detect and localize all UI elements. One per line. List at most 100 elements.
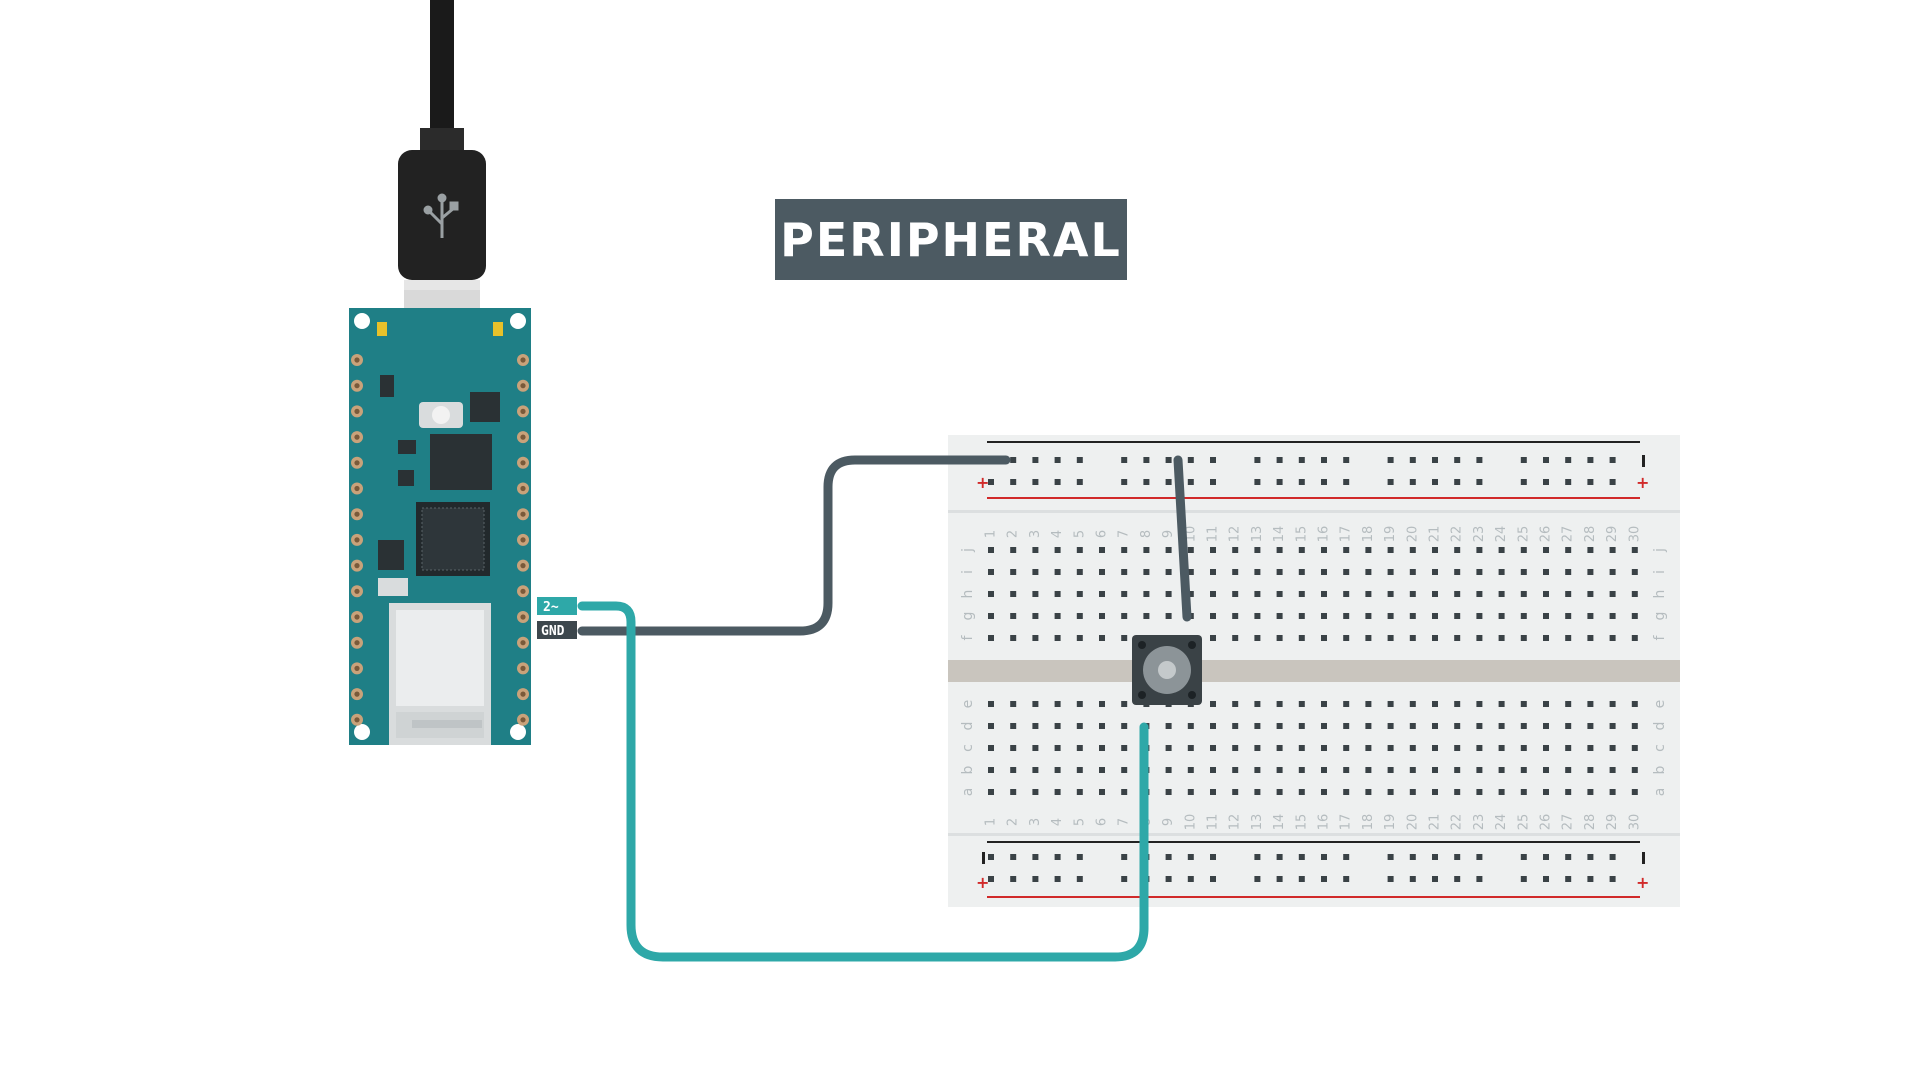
breadboard-hole <box>1032 635 1039 641</box>
breadboard-hole <box>1543 591 1549 597</box>
column-number-top: 26 <box>1539 526 1554 543</box>
column-number-top: 18 <box>1361 526 1376 543</box>
breadboard-hole <box>1543 613 1549 619</box>
rail-hole <box>1565 457 1572 463</box>
breadboard-hole <box>1498 613 1505 619</box>
header-pin-hole <box>520 588 526 594</box>
arduino-nano-board <box>349 308 531 745</box>
breadboard-hole <box>1565 635 1572 641</box>
rail-hole <box>1609 479 1616 485</box>
header-pin-hole <box>354 563 360 569</box>
rail-hole <box>1409 854 1416 860</box>
breadboard-hole <box>1343 635 1350 641</box>
breadboard-hole <box>1454 613 1461 619</box>
breadboard-hole <box>1121 789 1128 795</box>
breadboard-hole <box>1121 569 1128 575</box>
breadboard-hole <box>1387 635 1394 641</box>
breadboard-hole <box>1121 723 1128 729</box>
breadboard-hole <box>1321 635 1327 641</box>
breadboard-hole <box>1565 789 1572 795</box>
column-number-bottom: 25 <box>1516 814 1531 831</box>
breadboard-hole <box>1210 789 1216 795</box>
rail-hole <box>1254 876 1261 882</box>
rail-hole <box>1343 457 1350 463</box>
breadboard-hole <box>1343 745 1350 751</box>
header-pin-hole <box>354 537 360 543</box>
usb-cable <box>398 0 486 350</box>
column-number-bottom: 16 <box>1317 814 1332 831</box>
breadboard-hole <box>1365 547 1372 553</box>
column-number-bottom: 12 <box>1228 814 1243 831</box>
breadboard-hole <box>1232 547 1239 553</box>
breadboard-hole <box>1631 767 1638 773</box>
breadboard-hole <box>1520 591 1527 597</box>
breadboard-hole <box>1587 613 1594 619</box>
column-number-bottom: 2 <box>1006 818 1021 826</box>
column-number-bottom: 6 <box>1095 818 1110 826</box>
breadboard-hole <box>1565 591 1572 597</box>
rail-hole <box>1609 457 1616 463</box>
breadboard-hole <box>1232 613 1239 619</box>
header-pin-hole <box>354 588 360 594</box>
breadboard-hole <box>1631 569 1638 575</box>
column-number-top: 3 <box>1028 530 1043 538</box>
breadboard-hole <box>1565 547 1572 553</box>
column-number-bottom: 19 <box>1383 814 1398 831</box>
breadboard-hole <box>1432 591 1438 597</box>
breadboard-hole <box>1543 767 1549 773</box>
breadboard-hole <box>1609 745 1616 751</box>
breadboard-hole <box>1432 635 1438 641</box>
rail-hole <box>1121 479 1128 485</box>
breadboard-hole <box>1587 591 1594 597</box>
rail-hole <box>1587 457 1594 463</box>
breadboard-hole <box>1276 569 1283 575</box>
rail-hole <box>1210 457 1216 463</box>
breadboard-hole <box>1165 723 1172 729</box>
breadboard-hole <box>1520 701 1527 707</box>
breadboard-hole <box>1454 723 1461 729</box>
breadboard-hole <box>1565 723 1572 729</box>
breadboard-hole <box>1099 547 1105 553</box>
breadboard-hole <box>1520 635 1527 641</box>
header-pin-hole <box>354 460 360 466</box>
header-pin-hole <box>520 563 526 569</box>
breadboard-hole <box>1565 701 1572 707</box>
rail-hole <box>1076 479 1083 485</box>
rail-hole <box>1121 457 1128 463</box>
breadboard-hole <box>1476 591 1483 597</box>
breadboard-hole <box>1010 635 1017 641</box>
column-number-top: 12 <box>1228 526 1243 543</box>
breadboard-hole <box>1498 789 1505 795</box>
breadboard-hole <box>1121 591 1128 597</box>
breadboard-hole <box>1099 613 1105 619</box>
breadboard-hole <box>1498 745 1505 751</box>
breadboard-hole <box>1076 613 1083 619</box>
rail-minus-top-right <box>1642 455 1645 467</box>
breadboard-hole <box>1432 547 1438 553</box>
breadboard-hole <box>1032 723 1039 729</box>
breadboard-hole <box>1298 767 1305 773</box>
breadboard-hole <box>1232 723 1239 729</box>
header-pin-hole <box>520 434 526 440</box>
breadboard-hole <box>1631 613 1638 619</box>
breadboard-hole <box>1121 613 1128 619</box>
breadboard-hole <box>1099 745 1105 751</box>
breadboard-hole <box>988 745 994 751</box>
breadboard-hole <box>988 701 994 707</box>
breadboard-hole <box>1409 789 1416 795</box>
rail-hole <box>1143 479 1150 485</box>
breadboard-hole <box>1010 767 1017 773</box>
breadboard-hole <box>1365 745 1372 751</box>
column-number-bottom: 13 <box>1250 814 1265 831</box>
row-letter-bottom-left: d <box>960 722 976 731</box>
row-letter-top-right: i <box>1652 570 1668 574</box>
breadboard-hole <box>1565 767 1572 773</box>
rail-hole <box>1276 479 1283 485</box>
rail-hole <box>1210 876 1216 882</box>
breadboard-hole <box>1076 789 1083 795</box>
breadboard-hole <box>1498 723 1505 729</box>
breadboard-hole <box>1365 591 1372 597</box>
breadboard-hole <box>1076 591 1083 597</box>
column-number-bottom: 18 <box>1361 814 1376 831</box>
breadboard-hole <box>1387 745 1394 751</box>
